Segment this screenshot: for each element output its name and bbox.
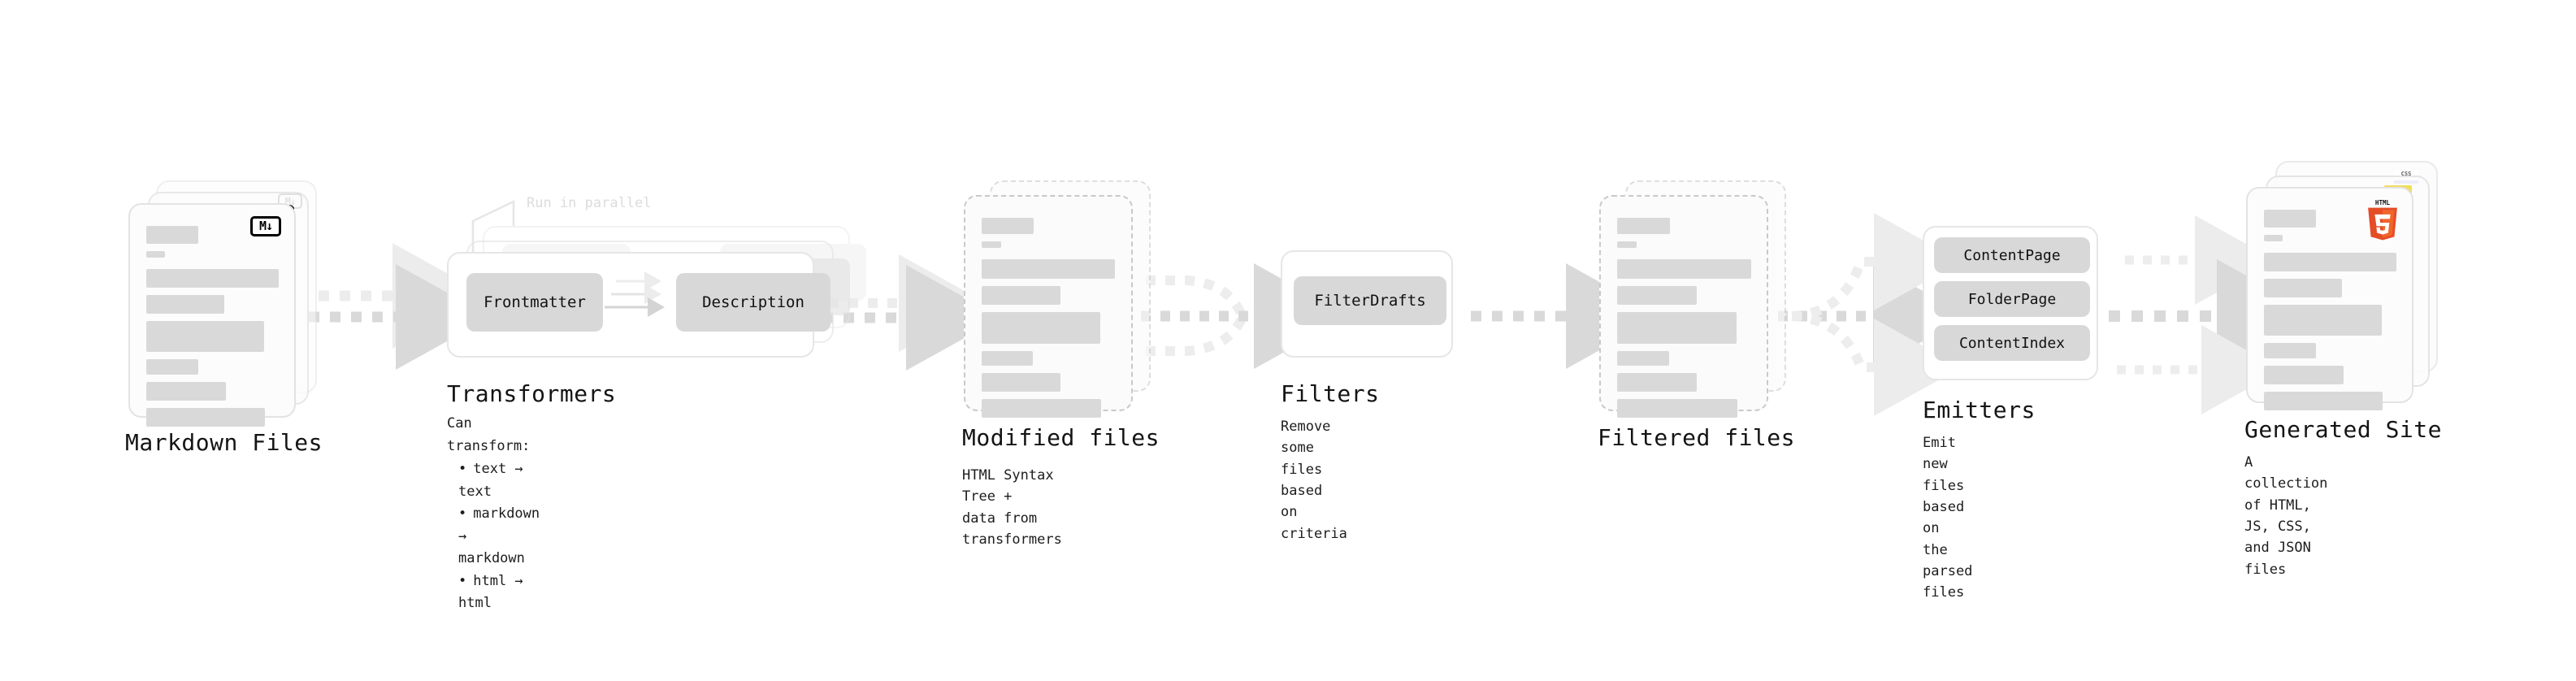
bar (1617, 351, 1669, 366)
transformers-description: Can transform: text → text markdown → ma… (447, 413, 540, 615)
bar (982, 312, 1100, 344)
bar (2264, 366, 2344, 384)
emitters-description: Emit new files based on the parsed files (1923, 435, 1973, 601)
pill-filterdrafts[interactable]: FilterDrafts (1294, 276, 1446, 325)
markdown-card-front[interactable]: M↓ (128, 203, 296, 427)
modified-card-front[interactable] (964, 195, 1133, 418)
arrow-filtered-to-emitters (1778, 213, 1968, 416)
pill-contentpage[interactable]: ContentPage (1934, 237, 2090, 273)
bar (1617, 312, 1737, 344)
bar (146, 251, 165, 258)
bar (1617, 218, 1670, 234)
run-in-parallel-label: Run in parallel (527, 195, 652, 211)
stage-title-modified-files: Modified files (962, 424, 1160, 451)
bar (1617, 286, 1697, 305)
card-bars (2264, 210, 2402, 418)
list-item: markdown → markdown (458, 503, 540, 570)
arrow-markdown-to-transformers (309, 243, 491, 370)
html5-icon: HTML (2368, 199, 2397, 241)
bar (982, 259, 1115, 279)
generated-site-description: A collection of HTML, JS, CSS, and JSON … (2244, 454, 2328, 578)
list-item: html → html (458, 570, 540, 615)
stage-title-transformers: Transformers (447, 380, 617, 407)
bar (982, 218, 1034, 234)
bar (982, 286, 1060, 305)
bar (146, 408, 265, 427)
stage-title-filters: Filters (1281, 380, 1380, 407)
bar (2264, 210, 2316, 228)
pill-folderpage[interactable]: FolderPage (1934, 281, 2090, 317)
pill-contentindex[interactable]: ContentIndex (1934, 325, 2090, 361)
bar (2264, 305, 2382, 336)
bar (2264, 235, 2283, 241)
bar (2264, 392, 2383, 410)
bar (982, 373, 1060, 392)
card-bars (146, 226, 284, 434)
stage-title-emitters: Emitters (1923, 397, 2036, 423)
arrow-emitters-to-site (2109, 215, 2319, 414)
stage-title-filtered-files: Filtered files (1598, 424, 1796, 451)
bar (146, 226, 198, 244)
markdown-badge: M↓ (250, 216, 281, 236)
stage-title-generated-site: Generated Site (2244, 416, 2443, 443)
bar (1617, 399, 1737, 418)
list-item: text → text (458, 458, 540, 503)
bar (146, 321, 264, 352)
transformers-desc-lead: Can transform: (447, 415, 531, 454)
bar (1617, 259, 1751, 279)
site-card-front[interactable]: HTML (2246, 187, 2413, 410)
modified-files-description: HTML Syntax Tree + data from transformer… (962, 467, 1062, 549)
bar (146, 295, 224, 314)
emitters-box[interactable]: ContentPage FolderPage ContentIndex (1923, 226, 2098, 380)
bar (1617, 241, 1637, 248)
bar (146, 359, 198, 375)
bar (2264, 253, 2396, 271)
bar (982, 351, 1033, 366)
bar (1617, 373, 1697, 392)
pill-frontmatter[interactable]: Frontmatter (466, 273, 603, 332)
bar (982, 399, 1101, 418)
card-bars (982, 218, 1120, 425)
stage-title-markdown-files: Markdown Files (125, 429, 323, 456)
bar (2264, 279, 2342, 297)
transformer-layer-front[interactable]: Frontmatter Description (447, 252, 830, 358)
filters-box[interactable]: FilterDrafts (1281, 250, 1453, 358)
bar (982, 241, 1001, 248)
filters-description: Remove some files based on criteria (1281, 419, 1347, 542)
svg-text:HTML: HTML (2375, 199, 2391, 206)
pill-description[interactable]: Description (676, 273, 830, 332)
bar (2264, 343, 2316, 358)
arrow-modified-to-filters (1141, 263, 1349, 369)
card-bars (1617, 218, 1755, 425)
filtered-card-front[interactable] (1599, 195, 1768, 418)
bar (146, 382, 226, 401)
transformers-capability-list: text → text markdown → markdown html → h… (447, 458, 540, 615)
bar (146, 269, 279, 288)
